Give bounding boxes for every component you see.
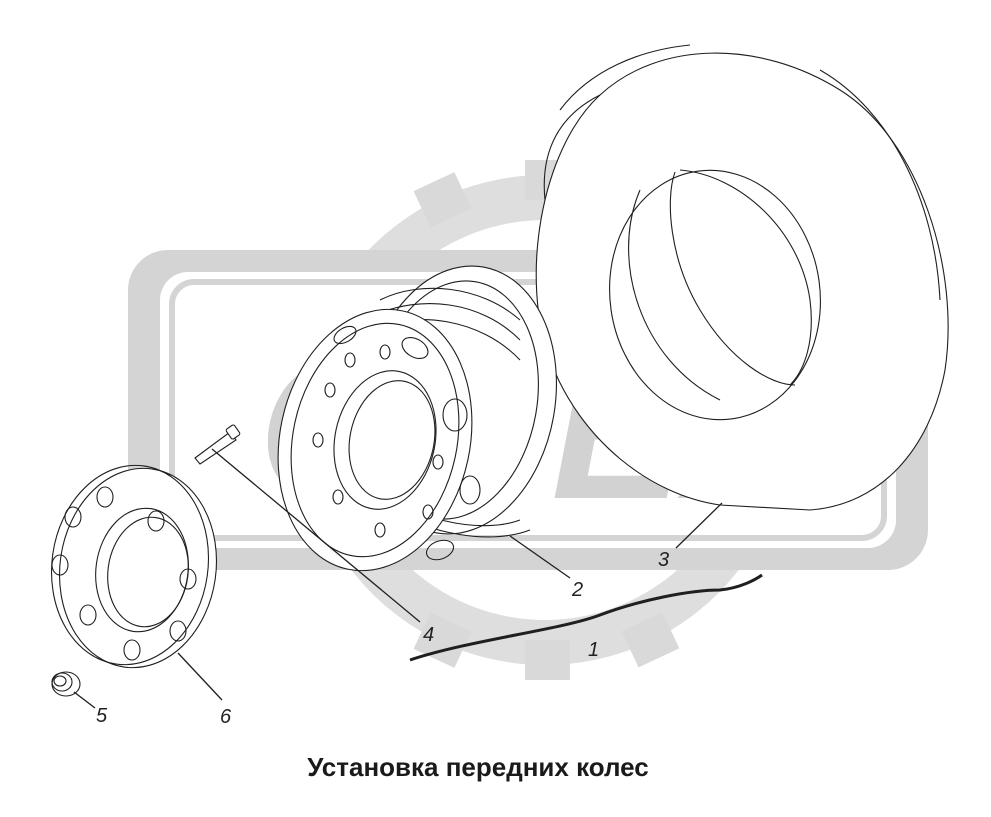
- callout-2: 2: [571, 579, 583, 601]
- callout-labels: 1 2 3 4 5 6: [96, 549, 669, 728]
- callout-4: 4: [423, 624, 434, 646]
- figure-caption: Установка передних колес: [307, 752, 649, 782]
- valve-stem: [194, 424, 241, 465]
- leader-4: [211, 448, 421, 623]
- callout-6: 6: [220, 706, 232, 728]
- rim-strip: [409, 573, 763, 662]
- wheel-rim: [277, 265, 557, 572]
- spacer-ring: [50, 464, 218, 669]
- callout-5: 5: [96, 705, 108, 727]
- leader-6: [177, 652, 223, 701]
- leader-5: [73, 691, 96, 709]
- tire: [535, 44, 949, 511]
- callout-1: 1: [588, 639, 599, 661]
- leader-2: [509, 535, 571, 579]
- leader-lines: [73, 448, 723, 709]
- leader-3: [675, 502, 723, 549]
- callout-3: 3: [658, 549, 669, 571]
- wheel-nut: [51, 671, 81, 697]
